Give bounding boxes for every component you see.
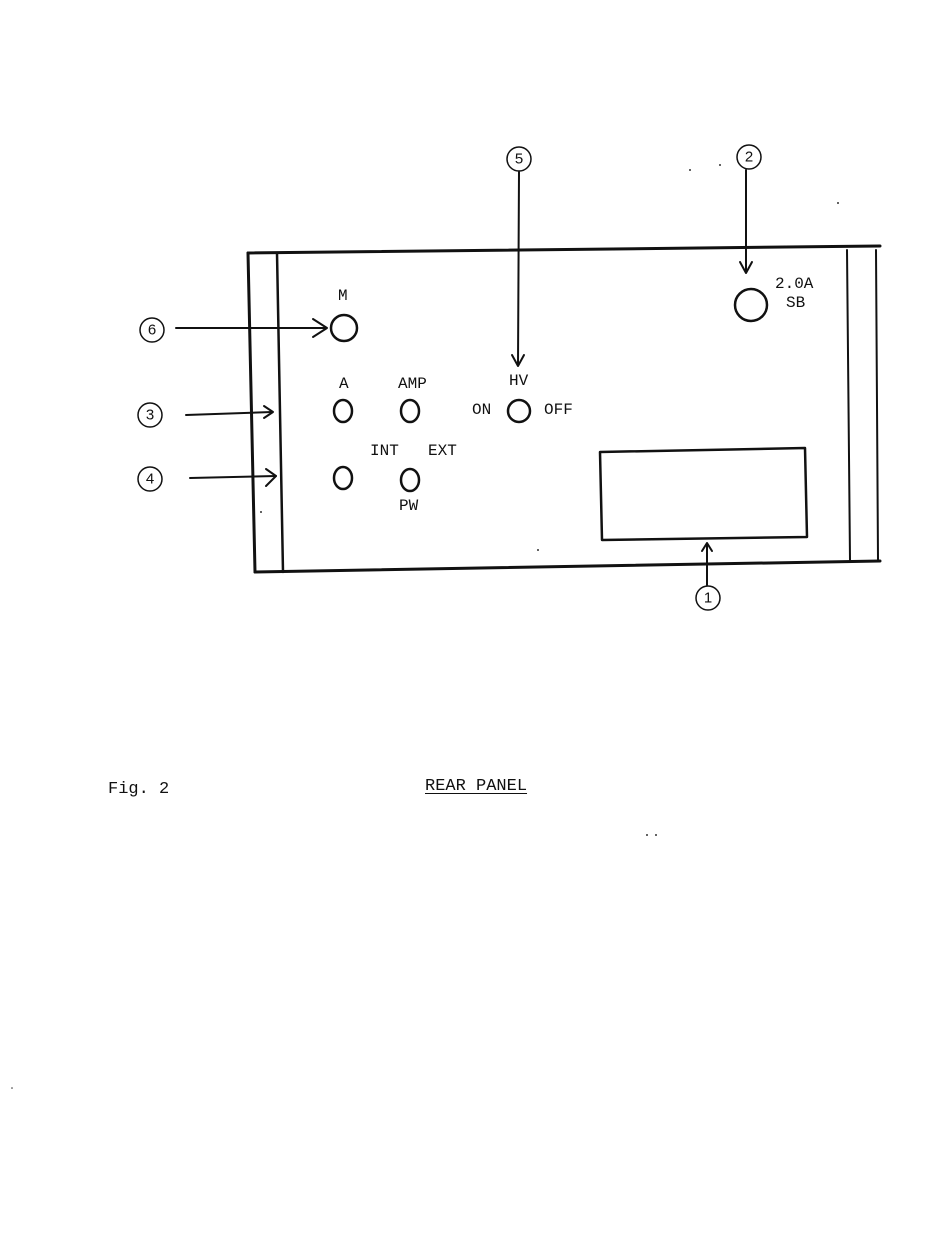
- fuse-holder: [735, 289, 767, 321]
- fuse-rating-label: 2.0A: [775, 275, 814, 293]
- callout-4: 4: [138, 467, 276, 491]
- label-int: INT: [370, 442, 399, 460]
- a-connector: [334, 400, 352, 422]
- svg-text:6: 6: [148, 322, 156, 339]
- hv-switch: [508, 400, 530, 422]
- callout-1: 1: [696, 543, 720, 610]
- callout-2: 2: [737, 145, 761, 273]
- callout-5: 5: [507, 147, 531, 366]
- svg-text:2: 2: [745, 149, 753, 166]
- label-m: M: [338, 287, 348, 305]
- pw-connector: [401, 469, 419, 491]
- m-connector: [331, 315, 357, 341]
- label-ext: EXT: [428, 442, 457, 460]
- label-hv: HV: [509, 372, 529, 390]
- label-amp: AMP: [398, 375, 427, 393]
- figure-title: REAR PANEL: [425, 777, 527, 796]
- display-window: [600, 448, 807, 540]
- callout-6: 6: [140, 318, 327, 342]
- svg-text:1: 1: [704, 590, 712, 607]
- svg-text:4: 4: [146, 471, 154, 488]
- scan-specks: [11, 164, 839, 1089]
- figure-number: Fig. 2: [108, 780, 169, 799]
- label-on: ON: [472, 401, 491, 419]
- label-pw: PW: [399, 497, 419, 515]
- label-off: OFF: [544, 401, 573, 419]
- label-a: A: [339, 375, 349, 393]
- svg-text:5: 5: [515, 151, 523, 168]
- int-ext-connector: [334, 467, 352, 489]
- fuse-type-label: SB: [786, 294, 805, 312]
- svg-text:3: 3: [146, 407, 154, 424]
- amp-connector: [401, 400, 419, 422]
